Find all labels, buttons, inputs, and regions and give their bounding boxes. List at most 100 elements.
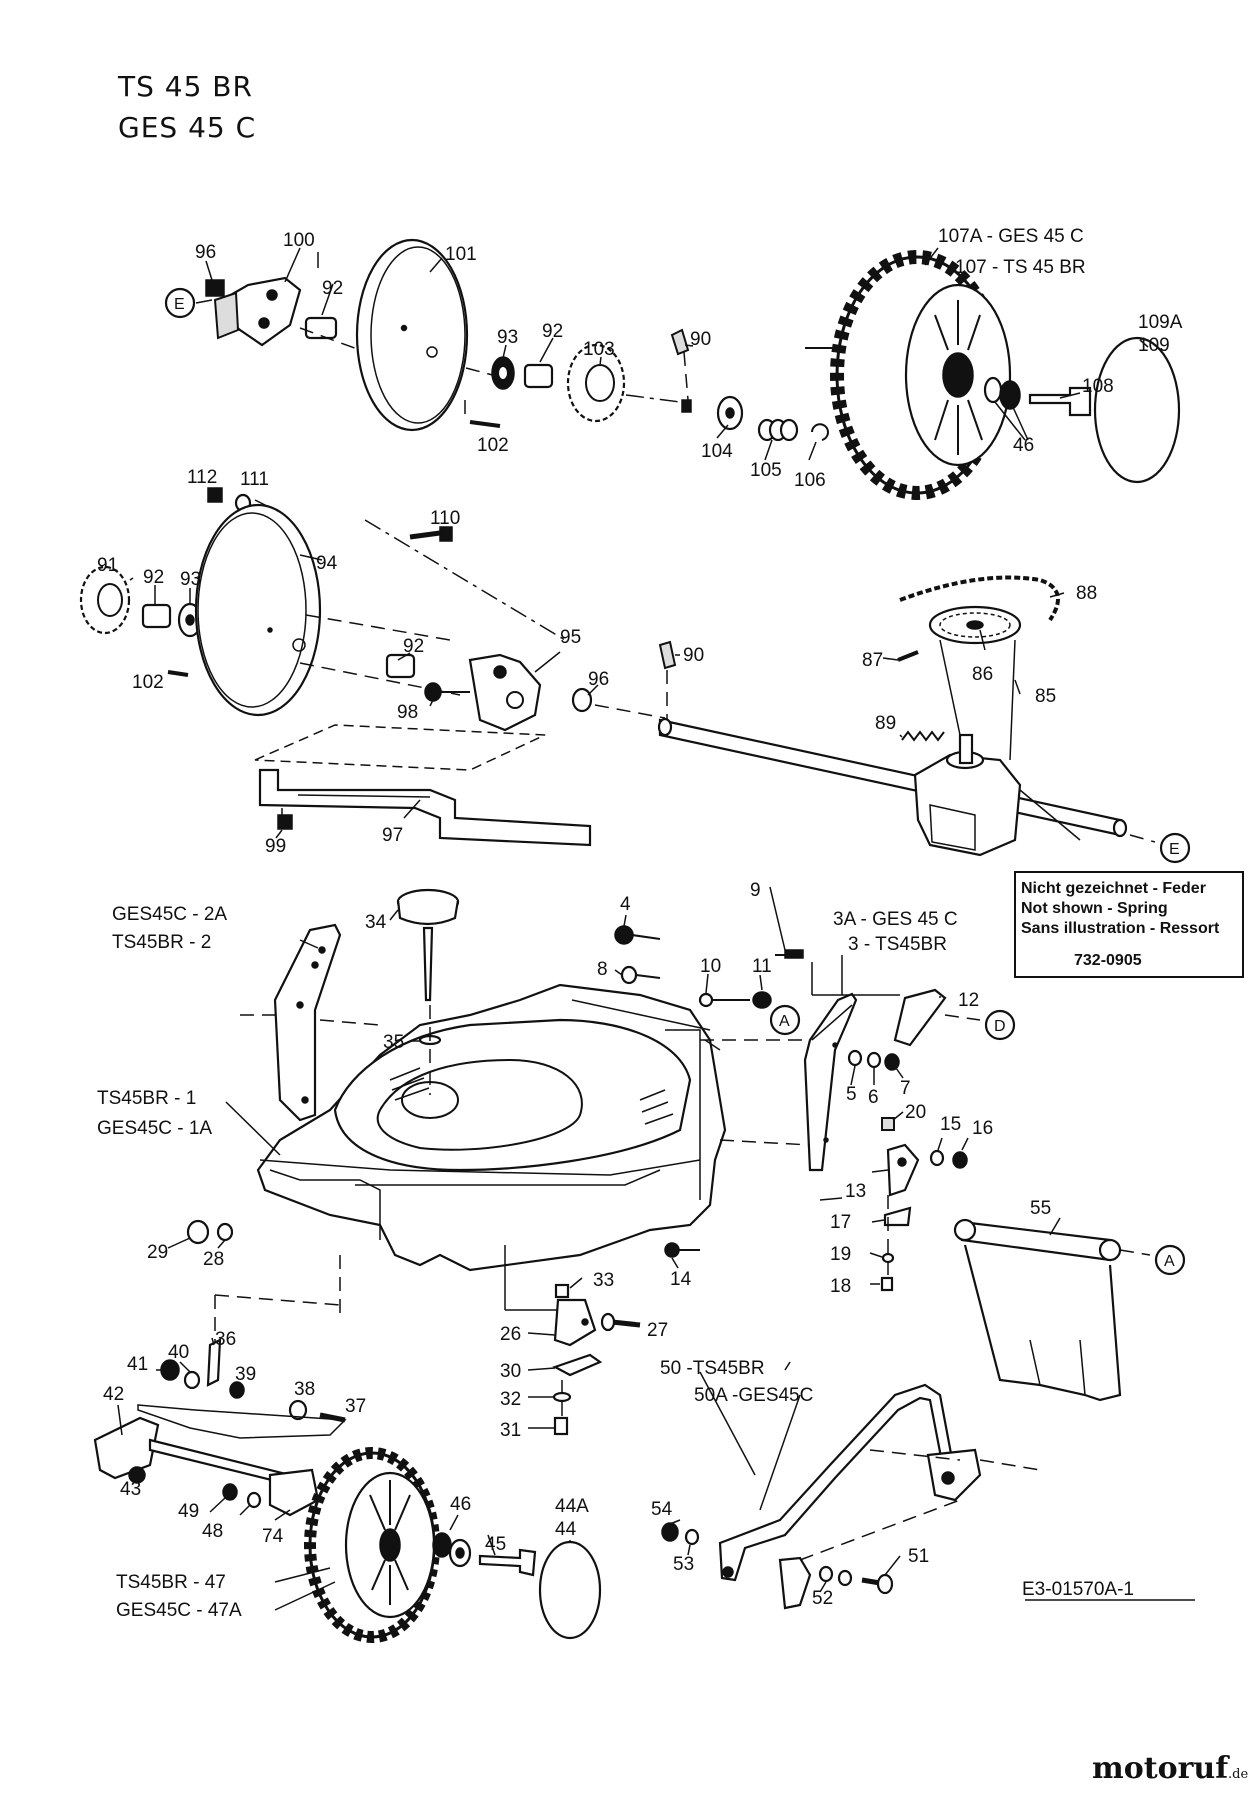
ref-marker-a-2 <box>1154 1244 1186 1276</box>
washer-40 <box>183 1370 201 1390</box>
bracket-3-assembly: A D <box>614 925 1016 1292</box>
clip-106 <box>811 423 829 441</box>
label-102: 102 <box>132 672 164 693</box>
note-part-number: 732-0905 <box>1074 952 1142 969</box>
bracket-2 <box>240 923 381 1122</box>
label-32: 32 <box>500 1389 521 1410</box>
label-110: 110 <box>430 508 460 529</box>
label-49: 49 <box>178 1501 199 1522</box>
height-knob-34 <box>396 888 460 1095</box>
label-97: 97 <box>382 825 403 846</box>
label-13: 13 <box>845 1181 866 1202</box>
nut-49 <box>222 1483 238 1501</box>
ref-marker-e-2-label: E <box>1169 841 1180 858</box>
wheel-bolt-45 <box>478 1548 537 1577</box>
nut-112 <box>207 487 223 503</box>
nut-41 <box>160 1359 180 1381</box>
label-16: 16 <box>972 1118 993 1139</box>
bracket-42 <box>93 1416 160 1480</box>
label-29: 29 <box>147 1242 168 1263</box>
label-105: 105 <box>750 460 782 481</box>
label-34: 34 <box>365 912 387 933</box>
label-9: 9 <box>750 880 761 901</box>
front-axle-assembly <box>93 1255 347 1517</box>
label-28: 28 <box>203 1249 224 1270</box>
label-94: 94 <box>316 553 338 574</box>
label-54: 54 <box>651 1499 673 1520</box>
part-20 <box>881 1117 895 1131</box>
label-31: 31 <box>500 1420 521 1441</box>
label-109a: 109A <box>1138 312 1183 333</box>
label-98: 98 <box>397 702 418 723</box>
part-33 <box>554 1283 570 1299</box>
bushing-92-b <box>523 363 554 389</box>
screw-31 <box>553 1416 569 1436</box>
label-37: 37 <box>345 1396 366 1417</box>
pinion-91 <box>79 565 131 635</box>
mulch-flap-assembly <box>504 1245 641 1436</box>
bracket-97 <box>254 724 592 847</box>
label-90: 90 <box>690 329 711 350</box>
label-2: TS45BR - 2 <box>112 932 211 953</box>
grass-catcher-55: A <box>953 1218 1186 1402</box>
nut-11 <box>752 991 772 1009</box>
note-fr: Sans illustration - Ressort <box>1021 920 1220 937</box>
screw-18 <box>880 1276 894 1292</box>
washer-46-b <box>432 1532 452 1558</box>
label-51: 51 <box>908 1546 929 1567</box>
ref-marker-a-2-label: A <box>1164 1253 1175 1270</box>
label-35: 35 <box>383 1032 404 1053</box>
gear-cover-101 <box>355 238 469 432</box>
ref-marker-e-2 <box>1159 832 1191 864</box>
label-2a: GES45C - 2A <box>112 904 227 925</box>
washer-5 <box>847 1049 863 1067</box>
spring-89 <box>901 730 945 742</box>
bracket-95 <box>468 653 542 732</box>
label-30: 30 <box>500 1361 521 1382</box>
label-95: 95 <box>560 627 581 648</box>
label-38: 38 <box>294 1379 315 1400</box>
label-93: 93 <box>180 569 201 590</box>
label-86: 86 <box>972 664 993 685</box>
washer-38 <box>288 1399 308 1421</box>
motoruf-logo: motoruf .de <box>1092 1751 1248 1786</box>
label-47: TS45BR - 47 <box>116 1572 226 1593</box>
label-44a: 44A <box>555 1496 589 1517</box>
part-36 <box>206 1338 222 1387</box>
washer-6 <box>866 1051 882 1069</box>
label-36: 36 <box>215 1329 236 1350</box>
label-47a: GES45C - 47A <box>116 1600 242 1621</box>
label-111: 111 <box>240 469 269 490</box>
nut-99 <box>277 814 293 830</box>
left-gear-assembly <box>79 487 666 732</box>
label-52: 52 <box>812 1588 833 1609</box>
washer-15 <box>929 1149 945 1167</box>
nut-7 <box>884 1053 900 1071</box>
label-27: 27 <box>647 1320 668 1341</box>
washer-28 <box>216 1222 234 1242</box>
logo-text: motoruf <box>1092 1751 1230 1786</box>
label-5: 5 <box>846 1084 857 1105</box>
label-15: 15 <box>940 1114 961 1135</box>
label-92: 92 <box>322 278 343 299</box>
label-74: 74 <box>262 1526 284 1547</box>
part-labels: 96 100 92 101 93 92 103 90 102 104 105 1… <box>97 226 1183 1621</box>
flap-26 <box>553 1298 597 1347</box>
label-106: 106 <box>794 470 826 491</box>
lever-12 <box>893 988 947 1047</box>
label-99: 99 <box>265 836 286 857</box>
label-87: 87 <box>862 650 883 671</box>
label-108: 108 <box>1082 376 1114 397</box>
label-14: 14 <box>670 1269 692 1290</box>
label-50a: 50A -GES45C <box>694 1385 813 1406</box>
label-92: 92 <box>143 567 164 588</box>
label-6: 6 <box>868 1087 879 1108</box>
label-53: 53 <box>673 1554 694 1575</box>
washer-48 <box>246 1491 262 1509</box>
bracket-52 <box>778 1556 812 1610</box>
label-96: 96 <box>195 242 216 263</box>
label-8: 8 <box>597 959 608 980</box>
ref-marker-a-label: A <box>779 1013 790 1030</box>
